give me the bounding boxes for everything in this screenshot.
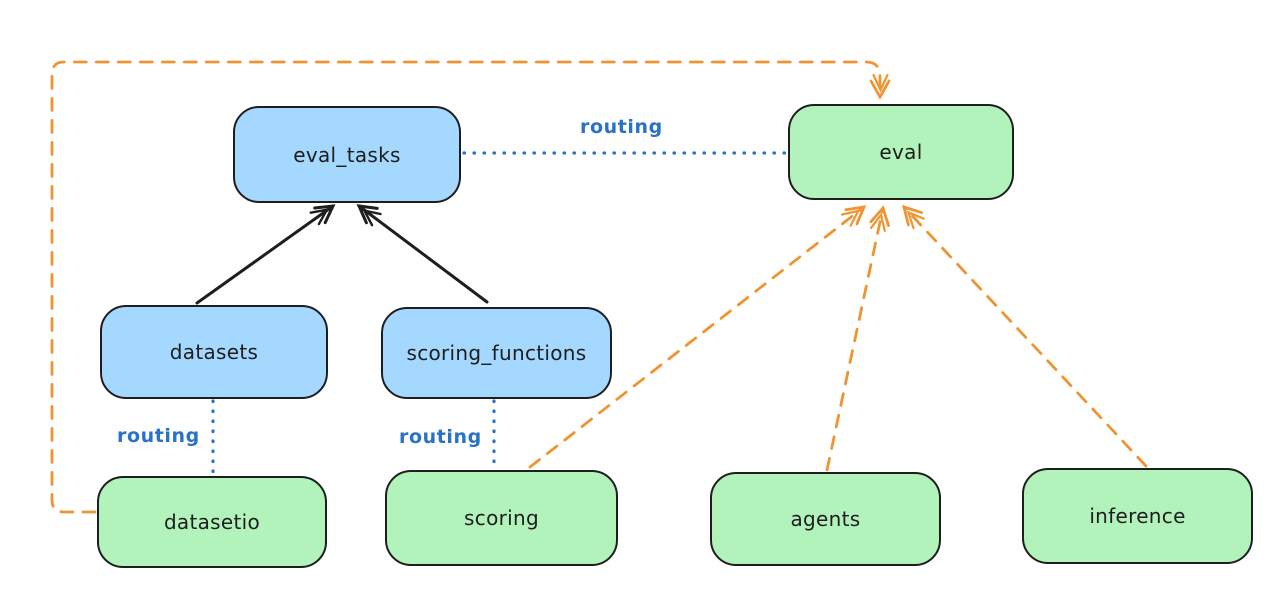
node-scoring-label: scoring <box>464 506 539 530</box>
edge-scoring-functions-to-eval-tasks[interactable] <box>356 204 489 304</box>
edge-label-routing-datasets-datasetio[interactable]: routing <box>117 425 200 447</box>
node-inference[interactable]: inference <box>1022 468 1253 564</box>
node-inference-label: inference <box>1089 504 1186 528</box>
node-datasets-label: datasets <box>169 340 259 364</box>
node-eval-tasks[interactable]: eval_tasks <box>233 106 461 203</box>
node-eval-tasks-label: eval_tasks <box>293 142 401 167</box>
edge-label-routing-eval-tasks-eval[interactable]: routing <box>580 116 663 138</box>
node-scoring[interactable]: scoring <box>385 470 618 566</box>
node-datasetio[interactable]: datasetio <box>97 476 327 568</box>
edge-scoring-to-eval[interactable] <box>528 205 867 469</box>
node-agents-label: agents <box>790 507 861 531</box>
edge-datasetio-to-eval[interactable] <box>50 60 891 514</box>
edge-label-routing-scoring-functions-scoring[interactable]: routing <box>399 426 482 448</box>
node-agents[interactable]: agents <box>710 472 941 566</box>
edge-datasets-to-eval-tasks[interactable] <box>195 204 336 305</box>
node-scoring-functions-label: scoring_functions <box>406 341 587 365</box>
node-eval-label: eval <box>879 140 923 164</box>
node-eval[interactable]: eval <box>788 104 1014 200</box>
node-scoring-functions[interactable]: scoring_functions <box>381 307 612 399</box>
edge-agents-to-eval[interactable] <box>825 205 890 472</box>
edge-inference-to-eval[interactable] <box>902 204 1148 468</box>
node-datasets[interactable]: datasets <box>100 305 328 399</box>
node-datasetio-label: datasetio <box>163 510 261 534</box>
